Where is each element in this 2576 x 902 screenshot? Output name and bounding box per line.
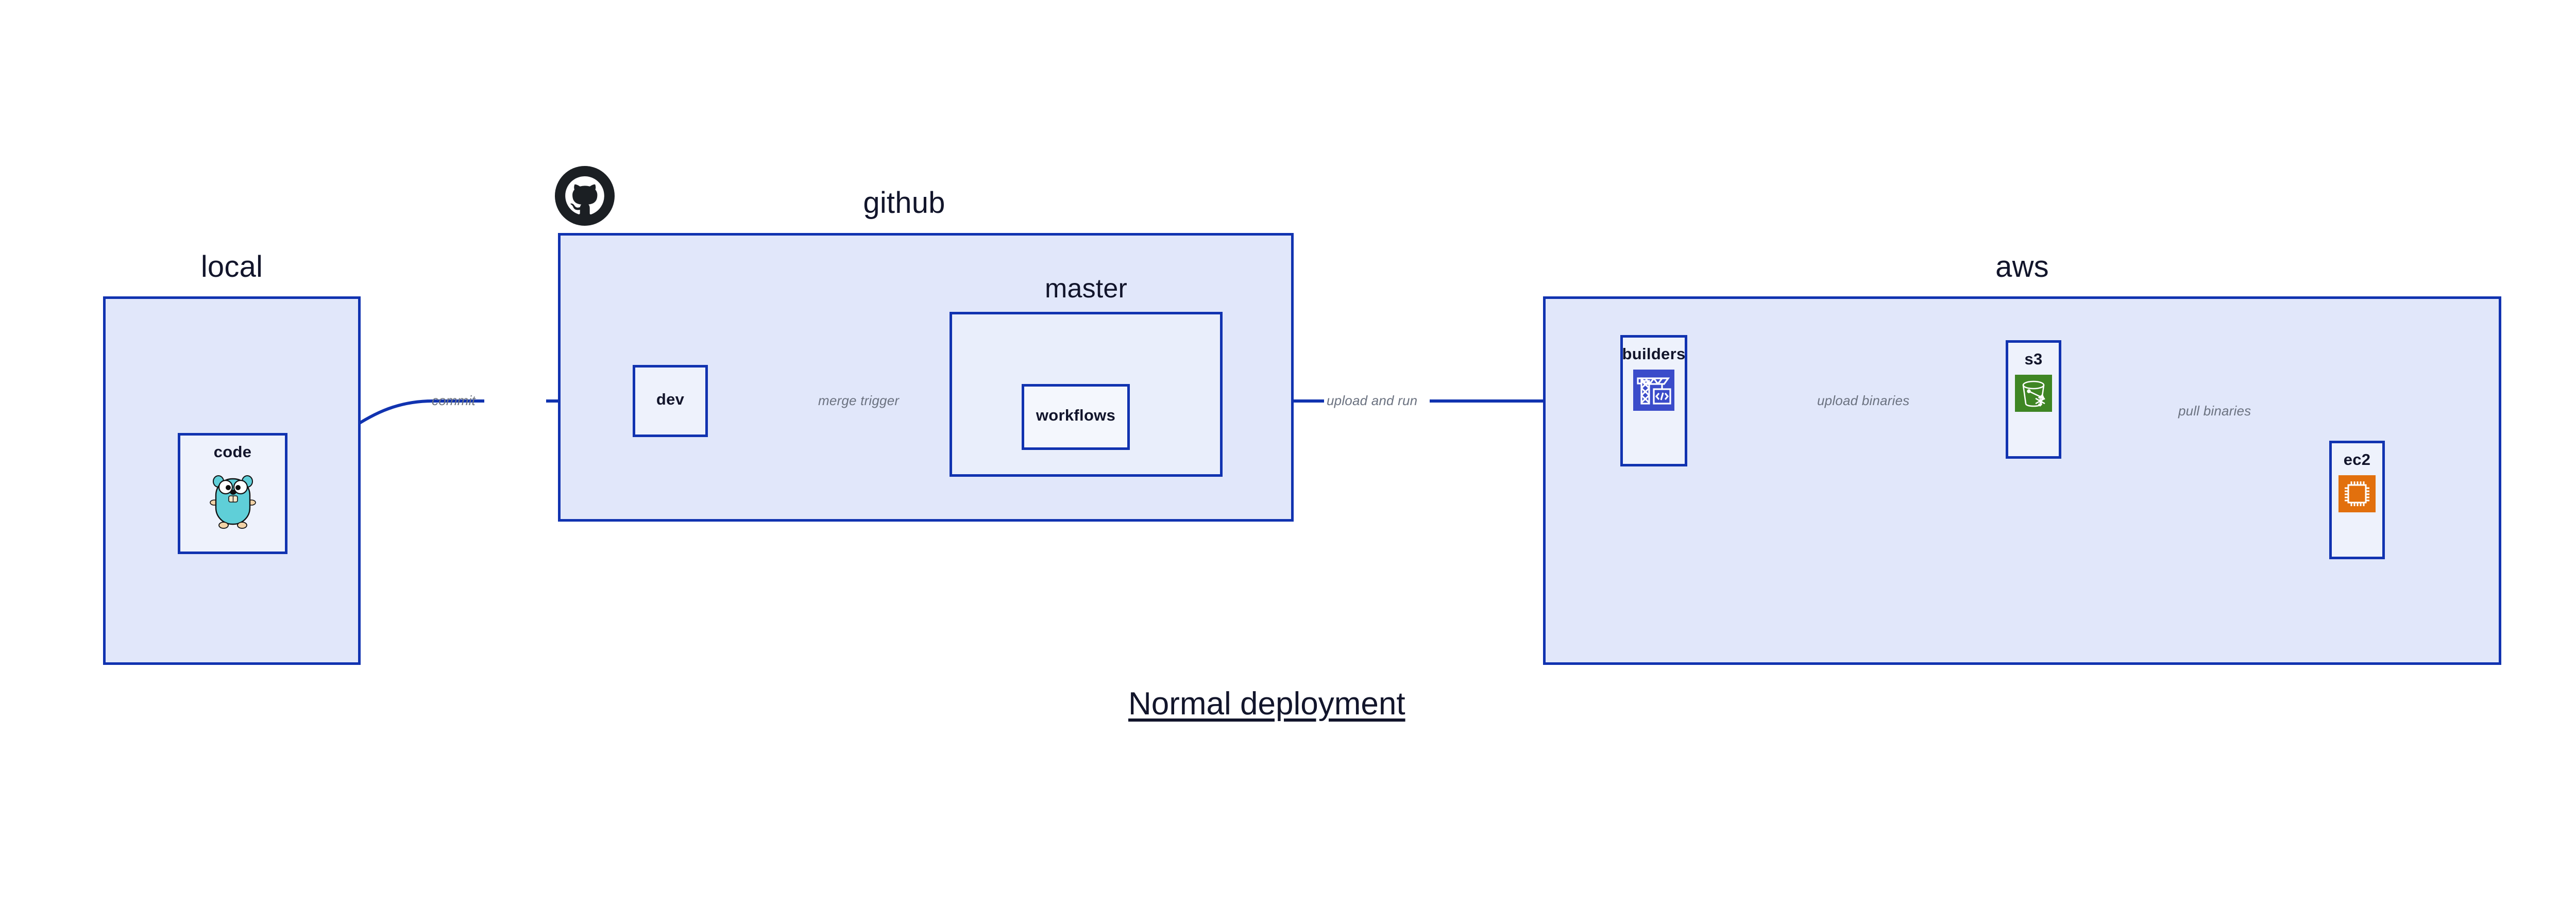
node-workflows[interactable]: workflows: [1022, 384, 1130, 450]
node-label-builders: builders: [1622, 345, 1686, 363]
node-code[interactable]: code: [178, 433, 287, 554]
node-label-s3: s3: [2024, 350, 2043, 368]
node-builders[interactable]: builders: [1620, 335, 1687, 466]
node-label-code: code: [213, 443, 252, 461]
node-s3[interactable]: s3: [2006, 340, 2061, 459]
github-logo-icon: [554, 165, 616, 227]
edge-label-pull-binaries: pull binaries: [2178, 403, 2251, 419]
group-label-github: github: [863, 186, 945, 220]
aws-codebuild-crane-icon: [1633, 370, 1674, 411]
aws-ec2-chip-icon: [2338, 475, 2376, 512]
group-label-local: local: [200, 250, 263, 283]
node-dev[interactable]: dev: [633, 365, 708, 437]
group-label-master: master: [1044, 274, 1128, 304]
edge-label-commit: commit: [432, 393, 476, 408]
edge-label-upload-binaries: upload binaries: [1817, 393, 1910, 408]
diagram-title: Normal deployment: [1128, 686, 1405, 722]
node-ec2[interactable]: ec2: [2329, 441, 2385, 559]
node-label-ec2: ec2: [2343, 450, 2371, 469]
aws-s3-glacier-bucket-icon: [2015, 375, 2052, 412]
node-label-workflows: workflows: [1036, 406, 1116, 424]
go-gopher-icon: [209, 467, 256, 532]
edge-label-upload-and-run: upload and run: [1327, 393, 1418, 408]
group-label-aws: aws: [1995, 250, 2049, 283]
node-label-dev: dev: [656, 390, 685, 408]
edge-label-merge-trigger: merge trigger: [818, 393, 900, 408]
